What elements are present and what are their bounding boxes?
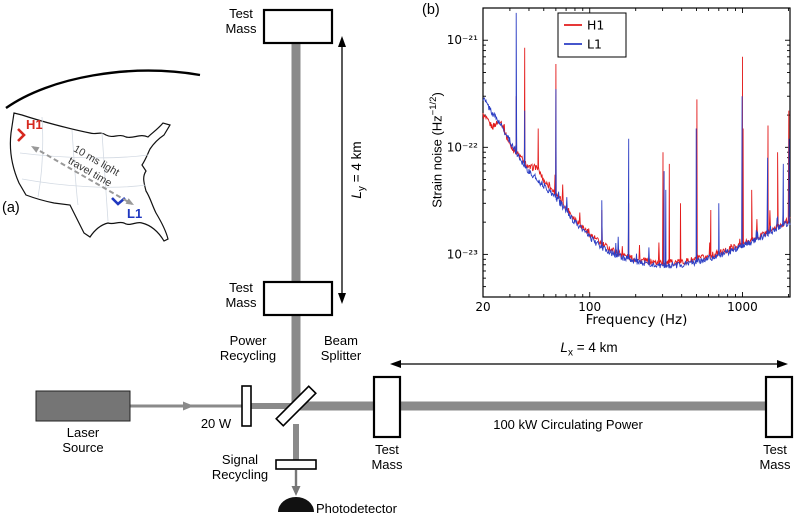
photodetector-icon [278,497,314,512]
y-arm-beam [291,26,301,408]
panel-a-label: (a) [2,200,20,216]
signal-recycling-label: Signal Recycling [211,452,269,483]
h1-site-label: H1 [26,117,43,132]
strain-noise-chart: 20 100 1000 10⁻²¹ 10⁻²² 10⁻²³ Frequency (Hz) H1… [447,7,791,328]
svg-text:10⁻²³: 10⁻²³ [447,247,478,261]
h1-detector-marker-icon [17,128,26,142]
test-mass-label-y-near: Test Mass [225,280,257,311]
signal-beam [293,424,299,462]
beam-splitter-label: Beam Splitter [320,333,362,364]
circulating-power-label: 100 kW Circulating Power [493,417,643,432]
laser-source-label: Laser Source [62,425,104,456]
l1-detector-marker-icon [111,197,126,206]
beam-splitter [275,385,317,427]
x-axis-label: Frequency (Hz) [586,312,688,328]
signal-recycling-mirror [275,459,317,470]
svg-text:10⁻²¹: 10⁻²¹ [447,33,478,47]
earth-arc [5,69,201,109]
laser-power-label: 20 W [200,416,232,431]
travel-arrowhead-se-icon [125,198,134,205]
ly-arrowhead-top-icon [338,36,346,47]
light-travel-arrow [32,146,133,205]
laser-beam-arrowhead-icon [183,401,194,411]
series-curve-h1 [482,47,791,267]
photodetector-label: Photodetector [316,501,397,516]
legend-label-h1: H1 [587,18,604,33]
power-recycling-mirror [241,385,252,427]
tick-labels: 20 100 1000 10⁻²¹ 10⁻²² 10⁻²³ [447,33,758,314]
photodetector-arrowhead-icon [291,486,301,496]
map-graticule [19,116,149,222]
y-axis-label: Strain noise (Hz−1/2) [428,92,445,208]
power-recycling-label: Power Recycling [219,333,277,364]
legend-label-l1: L1 [587,37,602,52]
travel-arrowhead-nw-icon [31,146,40,153]
svg-text:1000: 1000 [727,300,758,314]
us-outline [9,112,171,242]
test-mass-label-x-near: Test Mass [371,442,403,473]
test-mass-x-near [372,375,402,439]
test-mass-y-near [262,280,334,317]
panel-b-label: (b) [422,2,440,18]
svg-text:100: 100 [578,300,601,314]
us-map [5,69,201,242]
svg-text:10⁻²²: 10⁻²² [447,140,478,154]
svg-text:20: 20 [475,300,490,314]
lx-arrowhead-right-icon [777,360,788,368]
strain-noise-panel: 20 100 1000 10⁻²¹ 10⁻²² 10⁻²³ Frequency (Hz) H1… [420,0,798,330]
lx-arrowhead-left-icon [390,360,401,368]
ly-arrowhead-bottom-icon [338,293,346,304]
l1-site-label: L1 [127,206,143,221]
ly-arm-length-label: Ly = 4 km [349,141,368,199]
x-arm-beam [300,401,782,411]
test-mass-y-far [262,8,334,45]
recycling-cavity-beam [251,403,293,409]
lx-arm-length-label: Lx = 4 km [560,340,618,359]
test-mass-label-x-far: Test Mass [759,442,791,473]
laser-source-box [35,390,131,422]
test-mass-x-far [764,375,794,439]
series-curve-l1 [482,12,791,270]
test-mass-label-y-far: Test Mass [225,6,257,37]
